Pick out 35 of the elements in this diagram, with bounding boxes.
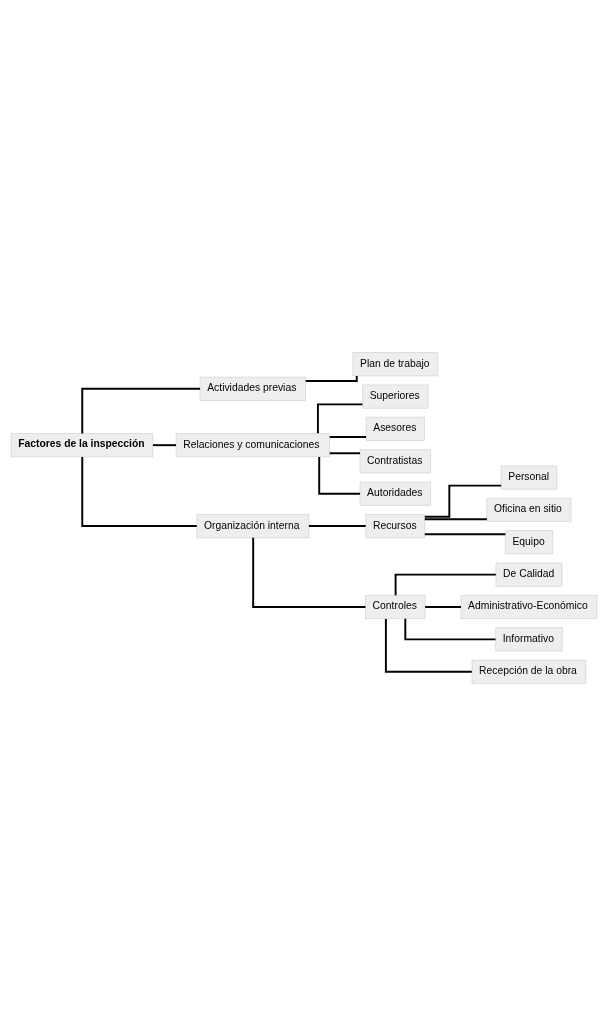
node-box: Informativo: [495, 627, 563, 652]
connector: [307, 525, 367, 528]
connector: [423, 533, 507, 536]
connector: [81, 387, 201, 435]
node-box: Contratistas: [359, 449, 431, 474]
node-box: Relaciones y comunicaciones: [175, 433, 330, 458]
connector: [424, 606, 462, 608]
node-box: Personal: [500, 465, 558, 490]
connector: [316, 403, 364, 435]
connector: [384, 617, 473, 673]
node-box: Oficina en sitio: [486, 497, 572, 522]
node-box: De Calidad: [495, 562, 563, 587]
node-box: Organización interna: [196, 514, 310, 539]
node-box: Equipo: [505, 530, 553, 555]
connector: [423, 484, 503, 518]
connector: [252, 536, 367, 608]
connector: [328, 436, 368, 439]
connector: [318, 455, 361, 495]
node-box: Recepción de la obra: [471, 659, 587, 684]
connector: [404, 617, 497, 641]
node-box: Controles: [365, 595, 426, 619]
node-box: Factores de la inspección: [10, 433, 154, 458]
connector: [304, 374, 358, 383]
node-box: Administrativo-Económico: [460, 595, 598, 619]
connector: [423, 518, 488, 521]
node-box: Recursos: [365, 514, 426, 539]
node-box: Superiores: [362, 384, 429, 409]
node-box: Autoridades: [359, 481, 431, 506]
connector: [81, 455, 198, 528]
connector: [328, 452, 361, 455]
node-box: Asesores: [365, 417, 425, 441]
node-box: Plan de trabajo: [352, 352, 438, 377]
connector: [394, 573, 497, 597]
node-box: Actividades previas: [199, 376, 306, 401]
connector: [151, 444, 177, 447]
